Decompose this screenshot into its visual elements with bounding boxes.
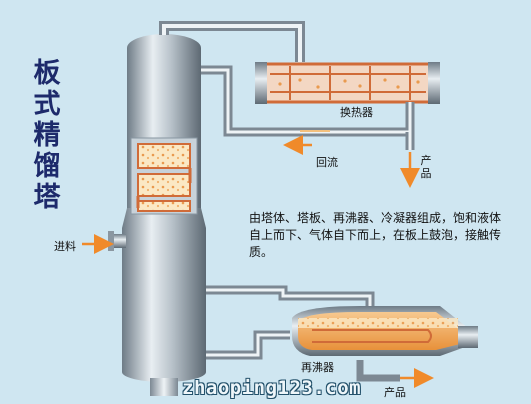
watermark: zhaoping123.com (182, 377, 362, 399)
tray-section (130, 137, 198, 215)
reflux-label: 回流 (316, 156, 338, 169)
bottom-product-label: 产品 (384, 386, 406, 399)
heat-exchanger-label: 换热器 (340, 106, 373, 119)
reboiler-pipe (206, 285, 400, 382)
feed-label: 进料 (54, 240, 76, 253)
reflux-pipe (201, 65, 415, 150)
heat-exchanger (255, 62, 440, 104)
distillation-column (122, 34, 206, 396)
description-text: 由塔体、塔板、再沸器、冷凝器组成，饱和液体自上而下、气体自下而上，在板上鼓泡，接… (249, 211, 502, 259)
vapor-pipe (159, 21, 305, 62)
diagram-title: 板式精馏塔 (33, 58, 61, 213)
reboiler-label: 再沸器 (301, 361, 334, 374)
reboiler (292, 306, 478, 356)
feed-nozzle (108, 231, 126, 251)
top-product-label: 产品 (420, 154, 432, 180)
